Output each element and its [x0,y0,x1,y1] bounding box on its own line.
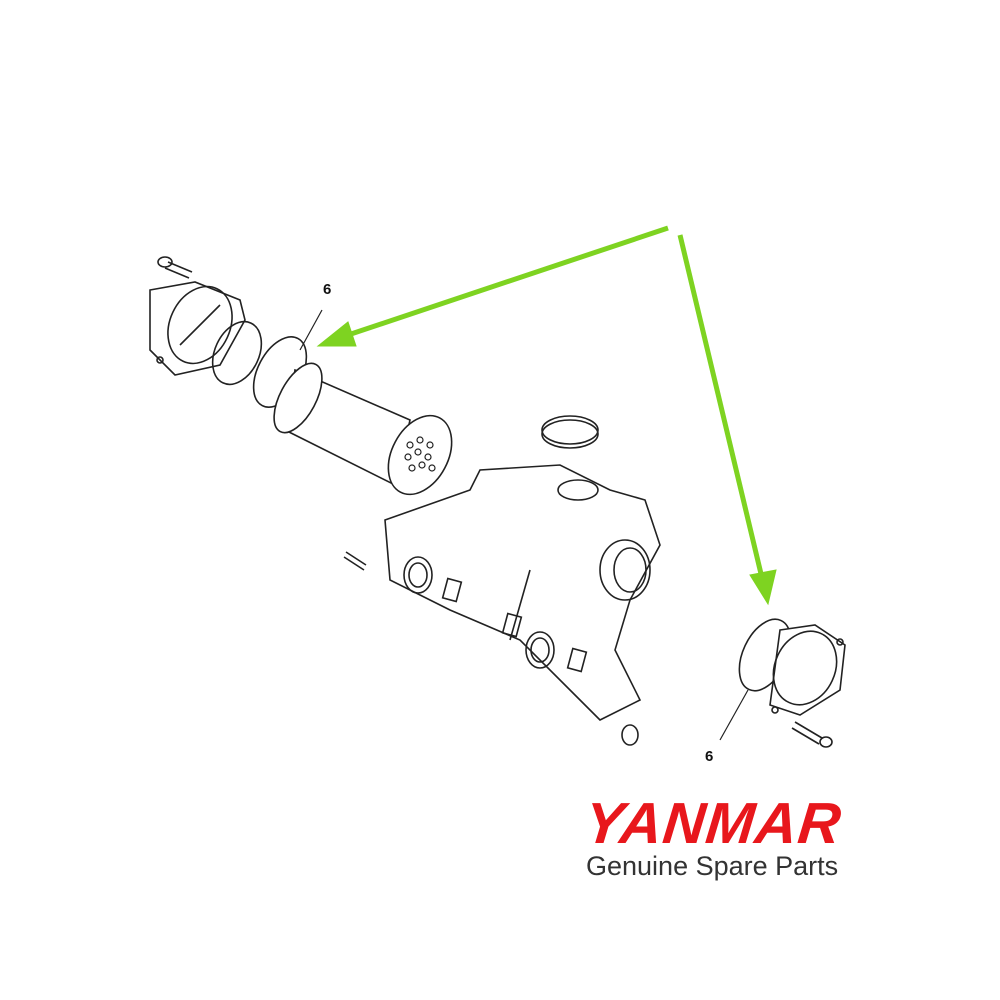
heat-exchanger-housing [384,464,661,746]
filler-cap [541,415,599,449]
highlight-arrows [316,225,777,606]
arrowhead-left [316,321,357,347]
stud-bolt [343,551,367,571]
arrow-to-right-o-ring [677,234,765,579]
bolt-top-left [157,256,193,279]
yanmar-logo: YANMAR [581,791,845,856]
arrow-to-left-o-ring [344,225,669,339]
end-cover-right [769,624,846,716]
callout-6-left: 6 [323,281,332,298]
cooler-core [273,362,453,496]
end-cover-left [149,281,246,376]
leader-line-right [719,689,749,741]
arrowhead-right [749,569,777,606]
bolt-bottom-right [791,721,833,748]
leader-line-left [299,309,323,351]
tagline: Genuine Spare Parts [586,851,839,881]
gasket [211,320,263,386]
callout-6-right: 6 [705,748,714,765]
